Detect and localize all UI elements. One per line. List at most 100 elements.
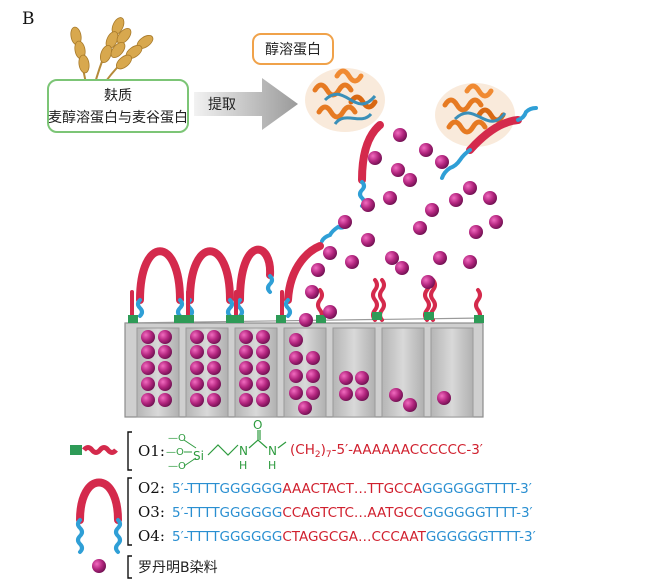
wheat-icon bbox=[70, 17, 154, 96]
rhodamine-b-dye-molecules bbox=[141, 128, 503, 415]
dye-molecule bbox=[190, 361, 204, 375]
legend-o1-sequence: -5′-AAAAAACCCCCC-3′ bbox=[332, 442, 483, 458]
dye-molecule bbox=[256, 330, 270, 344]
dye-molecule bbox=[403, 398, 417, 412]
legend-o1-strand-swatch bbox=[82, 445, 118, 455]
gluten-box bbox=[47, 79, 189, 133]
silane-structure: —O —O —O Si N H O N H bbox=[166, 418, 287, 472]
dye-molecule bbox=[299, 313, 313, 327]
legend-o1-label: O1: bbox=[138, 442, 165, 460]
dye-molecule bbox=[389, 388, 403, 402]
dye-molecule bbox=[207, 330, 221, 344]
dye-molecule bbox=[289, 386, 303, 400]
dye-molecule bbox=[489, 215, 503, 229]
svg-text:—O: —O bbox=[168, 461, 186, 472]
dye-molecule bbox=[339, 387, 353, 401]
capped-pore-probes bbox=[130, 242, 324, 320]
legend-o2-label: O2: bbox=[138, 479, 165, 497]
dye-molecule bbox=[239, 345, 253, 359]
dye-molecule bbox=[345, 255, 359, 269]
dye-molecule bbox=[190, 345, 204, 359]
dye-molecule bbox=[256, 377, 270, 391]
dye-molecule bbox=[413, 221, 427, 235]
panel-letter: B bbox=[22, 9, 35, 29]
dye-molecule bbox=[239, 361, 253, 375]
dye-molecule bbox=[207, 377, 221, 391]
svg-text:O: O bbox=[253, 418, 262, 432]
dye-molecule bbox=[419, 143, 433, 157]
dye-molecule bbox=[393, 128, 407, 142]
protein-icon bbox=[435, 83, 515, 147]
dye-molecule bbox=[141, 377, 155, 391]
dye-molecule bbox=[158, 393, 172, 407]
legend-o3-sequence: 5′-TTTTGGGGGGCCAGTCTC…AATGCCGGGGGGTTTT-3… bbox=[172, 505, 533, 521]
legend-o1-anchor-swatch bbox=[70, 445, 82, 455]
legend-hairpin-swatch bbox=[76, 478, 122, 554]
dye-molecule bbox=[289, 333, 303, 347]
dye-molecule bbox=[449, 193, 463, 207]
dye-molecule bbox=[207, 393, 221, 407]
dye-molecule bbox=[158, 330, 172, 344]
svg-text:N: N bbox=[239, 444, 248, 458]
extraction-arrow-icon bbox=[194, 78, 298, 130]
gluten-label: 麸质 bbox=[104, 88, 132, 104]
dye-molecule bbox=[239, 377, 253, 391]
dye-molecule bbox=[141, 361, 155, 375]
dye-molecule bbox=[306, 369, 320, 383]
dye-molecule bbox=[190, 393, 204, 407]
dye-molecule bbox=[306, 386, 320, 400]
dye-molecule bbox=[403, 173, 417, 187]
uncapped-pore-probes bbox=[316, 278, 482, 322]
legend-o3-label: O3: bbox=[138, 503, 165, 521]
dye-molecule bbox=[368, 151, 382, 165]
dye-molecule bbox=[463, 255, 477, 269]
dye-molecule bbox=[298, 401, 312, 415]
svg-text:H: H bbox=[239, 459, 247, 472]
svg-text:—O: —O bbox=[168, 433, 186, 444]
dye-molecule bbox=[463, 181, 477, 195]
dye-molecule bbox=[383, 191, 397, 205]
dye-molecule bbox=[239, 330, 253, 344]
dye-molecule bbox=[256, 345, 270, 359]
dye-molecule bbox=[190, 377, 204, 391]
dye-molecule bbox=[323, 305, 337, 319]
dye-molecule bbox=[289, 351, 303, 365]
dye-molecule bbox=[207, 345, 221, 359]
dye-molecule bbox=[289, 369, 303, 383]
silane-anchors bbox=[128, 312, 484, 323]
dye-molecule bbox=[141, 393, 155, 407]
dye-molecule bbox=[339, 371, 353, 385]
svg-text:(CH2)7-5′-AAAAAACCCCCC-3′: (CH2)7-5′-AAAAAACCCCCC-3′ bbox=[290, 442, 483, 460]
dye-molecule bbox=[306, 351, 320, 365]
dye-molecule bbox=[323, 246, 337, 260]
svg-text:Si: Si bbox=[193, 449, 204, 463]
svg-text:N: N bbox=[268, 444, 277, 458]
svg-text:H: H bbox=[268, 459, 276, 472]
dye-molecule bbox=[391, 163, 405, 177]
dye-molecule bbox=[361, 233, 375, 247]
dye-molecule bbox=[141, 345, 155, 359]
dye-molecule bbox=[158, 361, 172, 375]
dye-molecule bbox=[158, 345, 172, 359]
dye-molecule bbox=[158, 377, 172, 391]
gliadin-glutenin-label: 麦醇溶蛋白与麦谷蛋白 bbox=[48, 109, 188, 126]
extraction-label: 提取 bbox=[208, 97, 236, 113]
legend-o4-sequence: 5′-TTTTGGGGGGCTAGGCGA…CCCAATGGGGGGTTTT-3… bbox=[172, 529, 536, 545]
dye-molecule bbox=[355, 371, 369, 385]
dye-molecule bbox=[385, 251, 399, 265]
dye-molecule bbox=[256, 393, 270, 407]
dye-molecule bbox=[435, 155, 449, 169]
dye-molecule bbox=[207, 361, 221, 375]
dye-molecule bbox=[469, 225, 483, 239]
legend-o4-label: O4: bbox=[138, 527, 165, 545]
gliadin-box bbox=[252, 33, 334, 65]
dye-molecule bbox=[355, 387, 369, 401]
svg-text:—O: —O bbox=[166, 447, 184, 458]
dye-molecule bbox=[483, 191, 497, 205]
dye-molecule bbox=[190, 330, 204, 344]
dye-molecule bbox=[311, 263, 325, 277]
legend-dye-label: 罗丹明B染料 bbox=[138, 560, 218, 576]
dye-molecule bbox=[433, 251, 447, 265]
gliadin-label: 醇溶蛋白 bbox=[265, 41, 321, 58]
